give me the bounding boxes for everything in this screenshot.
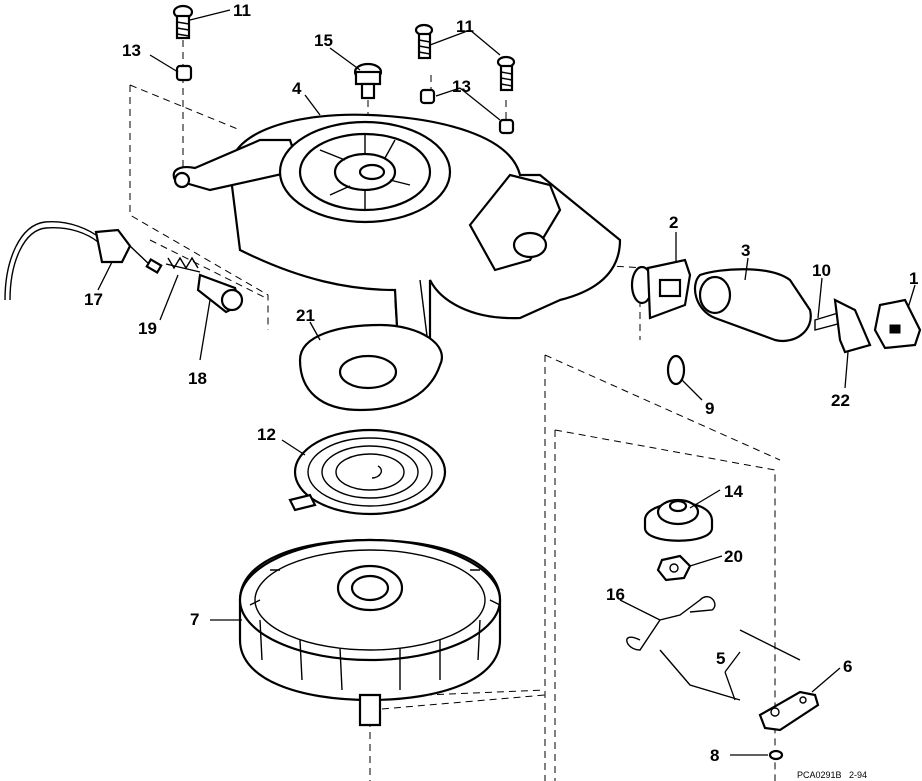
- callout-18: 18: [188, 369, 207, 388]
- bushing-13-left: [175, 64, 193, 82]
- callout-12: 12: [257, 425, 276, 444]
- link-5: [659, 629, 801, 701]
- callout-5: 5: [716, 649, 725, 668]
- callout-11-right: 11: [456, 17, 474, 36]
- rewind-spring-12: [288, 428, 447, 516]
- spring-19: [165, 256, 201, 273]
- callout-leaders: [97, 9, 916, 756]
- callout-8: 8: [710, 746, 719, 765]
- handle-anchor-2: [630, 258, 692, 320]
- screw-11-right: [496, 55, 516, 92]
- ring-9: [666, 354, 686, 386]
- spring-16: [626, 595, 716, 651]
- callout-13-right: 13: [452, 77, 471, 96]
- callout-2: 2: [669, 213, 678, 232]
- callout-7: 7: [190, 610, 199, 629]
- starter-handle-3: [693, 268, 812, 343]
- callout-22: 22: [831, 391, 850, 410]
- clip-8: [768, 749, 784, 761]
- starter-housing-4: [172, 113, 622, 393]
- plunger-18: [196, 273, 244, 314]
- callout-3: 3: [741, 241, 750, 260]
- callout-10: 10: [812, 261, 831, 280]
- callout-11-left: 11: [233, 1, 251, 20]
- washer-21: [298, 323, 443, 412]
- callout-19: 19: [138, 319, 157, 338]
- callout-21: 21: [296, 306, 315, 325]
- bushing-13-right: [498, 118, 515, 135]
- callout-20: 20: [724, 547, 743, 566]
- callout-16: 16: [606, 585, 625, 604]
- interlock-switch-17: [4, 221, 163, 301]
- clip-22: [833, 298, 872, 354]
- cam-14: [643, 498, 714, 542]
- callout-labels: 11 11 13 13 15 4 2 3 10 1 17 19 18 21 9 …: [84, 1, 918, 765]
- nut-20: [656, 554, 692, 582]
- callout-1: 1: [909, 269, 918, 288]
- retainer-1: [873, 298, 922, 350]
- callout-15: 15: [314, 31, 333, 50]
- callout-17: 17: [84, 290, 103, 309]
- bushing-13-center: [419, 88, 436, 105]
- screw-11-left: [172, 4, 194, 40]
- rewind-pulley-7: [238, 538, 502, 727]
- callout-6: 6: [843, 657, 852, 676]
- callout-14: 14: [724, 482, 743, 501]
- callout-13-left: 13: [122, 41, 141, 60]
- screw-11-center: [414, 23, 434, 60]
- pawl-6: [758, 690, 820, 732]
- bolt-15: [353, 62, 383, 100]
- figure-code: PCA0291B 2-94: [797, 770, 867, 780]
- callout-4: 4: [292, 79, 302, 98]
- callout-9: 9: [705, 399, 714, 418]
